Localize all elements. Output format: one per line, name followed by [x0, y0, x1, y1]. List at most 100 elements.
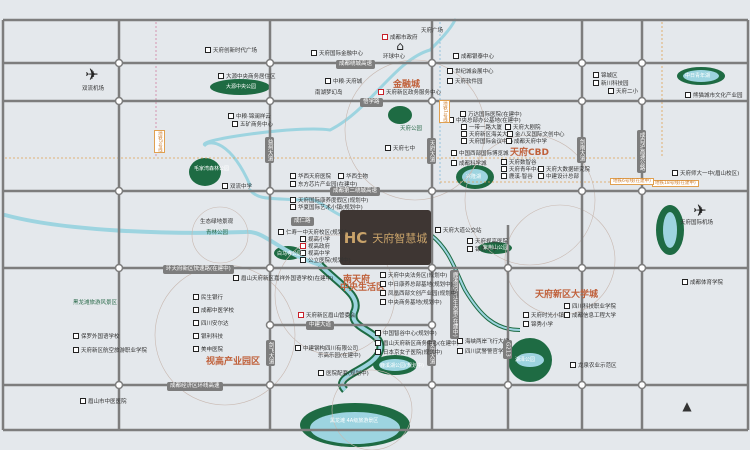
- map-label-poi: 华西生物: [338, 173, 368, 181]
- map-label-poi: 龙泉农业示范区: [570, 362, 617, 370]
- project-marker[interactable]: HC 天府智慧城: [340, 210, 431, 265]
- map-label-poi: 中央总部办公基地(在建中): [448, 117, 521, 125]
- interchange: [265, 320, 275, 330]
- map-label-poi: 锦城区: [593, 72, 618, 80]
- park-area: [189, 158, 221, 186]
- map-label-park: 毛家湾森林公园: [194, 166, 230, 172]
- map-label-poi: 银利科技: [193, 333, 223, 341]
- map-label-poi: 熊猫城市文化产业园: [685, 92, 743, 100]
- map-label-poi: 凤凰西部文创产业园(规划中): [380, 290, 458, 298]
- map-label-poi: 中建钢构四川有限公司: [295, 345, 358, 353]
- map-label-poi: 五矿商务中心: [232, 121, 273, 129]
- park-area: [388, 106, 412, 124]
- map-label-poi: 成都体育学院: [682, 279, 723, 287]
- map-label-poi: 成都中医学校: [193, 307, 234, 315]
- map-label-poi: 仁寿一中天府校区(规划中): [278, 229, 351, 237]
- map-label-park: 黑龙滩 4A级旅游景区: [330, 418, 379, 424]
- map-label-poi: 大源中央商务居住区: [218, 73, 276, 81]
- interchange: [265, 263, 275, 273]
- tower-icon: ⌂: [396, 39, 404, 53]
- interchange: [637, 58, 647, 68]
- map-label-park: 白马寺公园: [277, 251, 303, 257]
- map-label-green: 青林公园: [206, 230, 229, 236]
- interchange: [427, 96, 437, 106]
- map-label-poi: 天府大数据研究院: [538, 166, 590, 174]
- interchange: [427, 380, 437, 390]
- map-label-poi: 四川科技职业学院: [564, 303, 616, 311]
- interchange: [577, 186, 587, 196]
- airport-icon: ✈: [85, 65, 98, 84]
- map-label-poi: 金八叉国际文创中心: [507, 131, 565, 139]
- map-label: 生态绿地景观: [200, 219, 234, 225]
- interchange: [577, 96, 587, 106]
- map-label-poi: 天府青年中心: [501, 166, 542, 174]
- map-label-park: 鹿溪湖公园(规划中): [380, 363, 424, 369]
- interchange: [265, 96, 275, 106]
- lake: [663, 212, 677, 248]
- map-label-poi: 天府二小: [608, 88, 638, 96]
- interchange: [114, 96, 124, 106]
- map-label-poi: 眉山市中医医院: [80, 398, 127, 406]
- map-label-poi: 眉山天府新区嘉祥外国语学校(在建中): [233, 275, 333, 283]
- map-label-poi: 中国智谷中心(规划中): [375, 330, 437, 338]
- interchange: [503, 380, 513, 390]
- interchange: [637, 263, 647, 273]
- map-label-road: 成都经济区环线高速: [167, 382, 223, 391]
- interchange: [577, 380, 587, 390]
- interchange: [427, 320, 437, 330]
- map-label-metro: 地铁6号线(在建中): [610, 178, 654, 186]
- map-label-poi: 天府新区航空旅游职业学院: [73, 347, 147, 355]
- interchange: [114, 380, 124, 390]
- map-label-green: 天府公园: [400, 126, 423, 132]
- map-label-district: 天府CBD: [510, 148, 549, 158]
- interchange: [265, 380, 275, 390]
- map-label-road: 悟学路: [360, 98, 383, 107]
- map-label-poi: 医院配套(规划中): [318, 370, 369, 378]
- map-label-gov: 天府新区政务服务中心: [378, 89, 441, 97]
- interchange: [114, 58, 124, 68]
- map-label-poi: 天府国际金融中心: [311, 50, 363, 58]
- map-label-poi: 天府创新时代广场: [205, 47, 257, 55]
- map-label-poi: 中粮·天府城: [325, 78, 362, 86]
- map-label-poi: 新川科技园: [593, 80, 629, 88]
- map-label-poi: 日本京女子医院(规划中): [375, 349, 442, 357]
- map-label: 天府国际机场: [680, 220, 714, 226]
- map-label-district: 南天府: [343, 275, 371, 285]
- map-label-poi: 天府新区海关大楼: [461, 131, 513, 139]
- map-label-poi: 东方芯片产业园(在建中): [290, 181, 357, 189]
- map-label-poi: 美申医院: [193, 346, 223, 354]
- map-label-poi: 万达国际医院(在建中): [460, 111, 522, 119]
- lake: [516, 353, 544, 367]
- park-area: [210, 79, 270, 95]
- interchange: [114, 263, 124, 273]
- map-label-gov: 视高政府: [300, 243, 330, 251]
- map-label-poi: 成都天府中学: [506, 138, 547, 146]
- district-circle: [191, 206, 249, 264]
- map-label-poi: 锦秀中学: [467, 246, 497, 254]
- interchange: [637, 96, 647, 106]
- map-label-district: 视高产业园区: [206, 357, 261, 367]
- interchange: [503, 263, 513, 273]
- project-name: 天府智慧城: [372, 231, 428, 245]
- map-label-poi: 天府国际康养度假区(规划中): [290, 197, 368, 205]
- map-label-poi: 中央商务基地(规划中): [380, 299, 442, 307]
- district-circle: [331, 369, 413, 450]
- map-label-poi: 海峡两岸飞行大学: [457, 338, 509, 346]
- map-label-poi: 双流中学: [222, 183, 252, 191]
- map-label-district: 金融城: [393, 80, 421, 90]
- map-label: 环球中心: [383, 54, 406, 60]
- map-label-vroad: 益州大道: [265, 137, 274, 163]
- map-label: 乐高乐园(在建中): [318, 353, 361, 359]
- interchange: [577, 263, 587, 273]
- interchange: [427, 58, 437, 68]
- river: [3, 213, 322, 267]
- map-label-metro: 地铁18号线(在建中): [652, 180, 699, 188]
- map-label-road: 成仁路: [291, 217, 314, 226]
- interchange: [265, 58, 275, 68]
- map-label-poi: 视高中学: [300, 250, 330, 258]
- interchange: [637, 380, 647, 390]
- compass-north-icon: ▲: [682, 399, 692, 413]
- map-label-vroad: 鹿溪河沿江生态带(在建中): [450, 270, 459, 339]
- river: [430, 234, 521, 331]
